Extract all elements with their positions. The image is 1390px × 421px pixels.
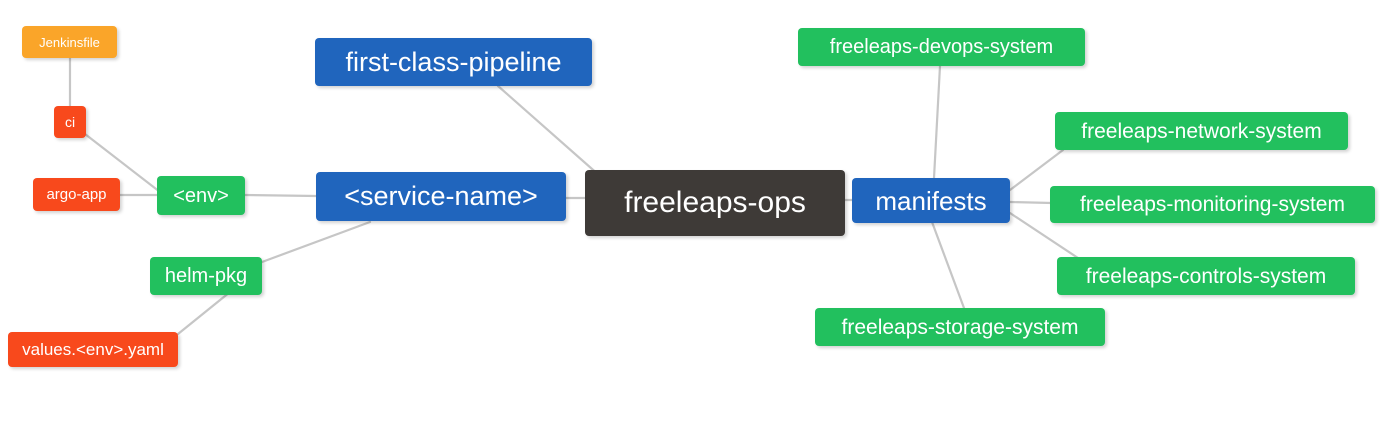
- edge-firstclasspipeline-root: [496, 84, 602, 178]
- node-label: freeleaps-network-system: [1081, 119, 1322, 143]
- edge-valuesyaml-helmpkg: [176, 290, 232, 336]
- edge-helmpkg-servicename: [260, 220, 372, 264]
- node-label: freeleaps-storage-system: [841, 315, 1079, 339]
- node-freeleaps-controls-system[interactable]: freeleaps-controls-system: [1057, 257, 1355, 295]
- edge-manifests-networksystem: [1008, 148, 1065, 192]
- edge-manifests-devopssystem: [932, 64, 942, 180]
- edge-env-servicename: [243, 193, 318, 198]
- node-freeleaps-ops[interactable]: freeleaps-ops: [585, 170, 845, 236]
- node-freeleaps-network-system[interactable]: freeleaps-network-system: [1055, 112, 1348, 150]
- node-freeleaps-storage-system[interactable]: freeleaps-storage-system: [815, 308, 1105, 346]
- node-label: freeleaps-controls-system: [1085, 264, 1327, 288]
- node-label: Jenkinsfile: [39, 34, 100, 50]
- node-service-name[interactable]: <service-name>: [316, 172, 566, 221]
- node-label: freeleaps-devops-system: [829, 36, 1054, 58]
- node-label: freeleaps-ops: [624, 186, 806, 219]
- node-freeleaps-devops-system[interactable]: freeleaps-devops-system: [798, 28, 1085, 66]
- edge-manifests-monitoringsystem: [1008, 200, 1054, 205]
- node-label: helm-pkg: [164, 265, 248, 287]
- node-helm-pkg[interactable]: helm-pkg: [150, 257, 262, 295]
- node-label: first-class-pipeline: [345, 46, 562, 77]
- node-manifests[interactable]: manifests: [852, 178, 1010, 223]
- node-jenkinsfile[interactable]: Jenkinsfile: [22, 26, 117, 58]
- node-label: ci: [64, 114, 76, 130]
- node-label: freeleaps-monitoring-system: [1080, 193, 1345, 216]
- node-label: values.<env>.yaml: [22, 340, 164, 359]
- node-label: <service-name>: [344, 181, 538, 211]
- node-argo-app[interactable]: argo-app: [33, 178, 120, 211]
- node-values-yaml[interactable]: values.<env>.yaml: [8, 332, 178, 367]
- node-label: manifests: [875, 185, 987, 216]
- node-ci[interactable]: ci: [54, 106, 86, 138]
- node-label: argo-app: [46, 186, 107, 203]
- edge-manifests-storagesystem: [930, 220, 966, 310]
- node-env[interactable]: <env>: [157, 176, 245, 215]
- node-label: <env>: [173, 184, 229, 207]
- node-freeleaps-monitoring-system[interactable]: freeleaps-monitoring-system: [1050, 186, 1375, 223]
- node-first-class-pipeline[interactable]: first-class-pipeline: [315, 38, 592, 86]
